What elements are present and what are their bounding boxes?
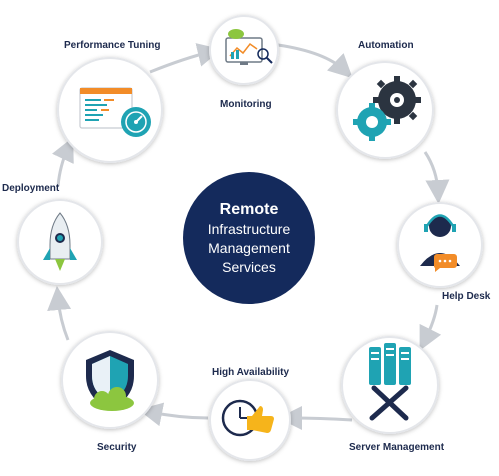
- arrow-monitoring-automation: [277, 43, 353, 79]
- server-tools-icon: [369, 343, 411, 421]
- label-help-desk: Help Desk: [442, 291, 491, 302]
- hub-line-2: Management: [208, 239, 290, 256]
- label-server-management: Server Management: [349, 442, 445, 453]
- label-high-availability: High Availability: [212, 367, 290, 378]
- cycle-arrows: [47, 43, 450, 431]
- label-automation: Automation: [358, 40, 414, 51]
- arrow-performance-monitoring: [149, 43, 222, 74]
- support-agent-icon: [420, 214, 460, 272]
- node-help-desk: [397, 202, 483, 288]
- hub-line-3: Services: [222, 258, 276, 275]
- arrow-availability-security: [138, 402, 209, 427]
- dashboard-monitor-icon: [225, 29, 273, 65]
- label-security: Security: [97, 442, 137, 453]
- label-deployment: Deployment: [2, 183, 60, 194]
- arrow-automation-helpdesk: [423, 151, 450, 204]
- code-speedometer-icon: [79, 87, 151, 137]
- central-hub: Remote Infrastructure Management Service…: [183, 172, 315, 304]
- hub-line-1: Infrastructure: [207, 220, 291, 237]
- label-performance-tuning: Performance Tuning: [64, 40, 161, 51]
- arrow-security-deployment: [47, 286, 72, 341]
- gears-icon: [353, 76, 421, 141]
- label-monitoring: Monitoring: [220, 99, 272, 110]
- hub-title: Remote: [219, 200, 279, 218]
- arrow-server-availability: [278, 406, 353, 431]
- arrow-helpdesk-server: [419, 304, 442, 351]
- shield-cloud-icon: [86, 350, 134, 411]
- clock-24-thumbs-up-icon: [221, 399, 274, 437]
- rocket-icon: [43, 212, 77, 271]
- arrow-deployment-performance: [52, 137, 74, 187]
